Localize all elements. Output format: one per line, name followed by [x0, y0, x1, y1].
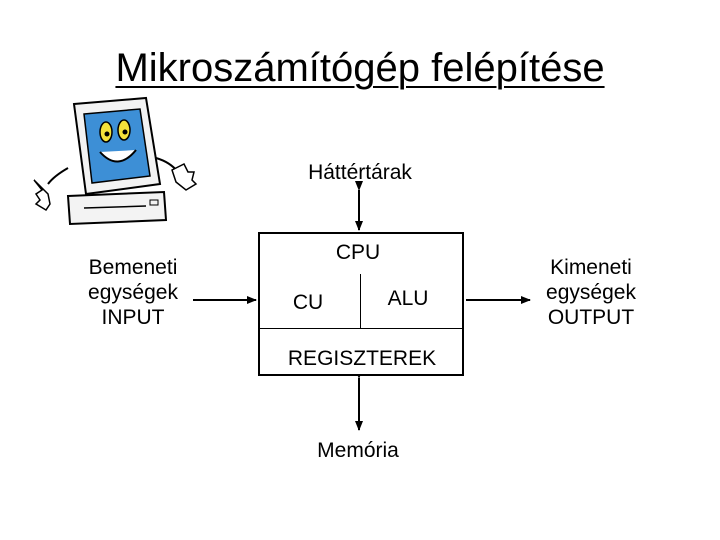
cpu-divider-vertical — [360, 274, 361, 328]
page-title: Mikroszámítógép felépítése — [0, 44, 720, 92]
output-line2: egységek — [546, 281, 636, 304]
input-block: Bemeneti egységek INPUT — [68, 255, 198, 330]
title-text: Mikroszámítógép felépítése — [115, 46, 605, 90]
output-line1: Kimeneti — [550, 256, 632, 279]
output-line3: OUTPUT — [547, 306, 635, 329]
input-line2: egységek — [88, 281, 178, 304]
input-line1: Bemeneti — [88, 256, 178, 279]
cpu-registers: REGISZTEREK — [287, 347, 437, 370]
cpu-divider-horizontal — [260, 328, 462, 329]
cpu-box — [258, 232, 464, 376]
cpu-cu: CU — [292, 291, 324, 314]
input-line3: INPUT — [101, 306, 165, 329]
memory-label: Memória — [317, 439, 399, 462]
cpu-alu: ALU — [387, 287, 429, 310]
cpu-title: CPU — [335, 241, 381, 264]
computer-mascot-icon — [33, 96, 198, 226]
storage-label: Háttértárak — [308, 161, 412, 184]
output-block: Kimeneti egységek OUTPUT — [526, 255, 656, 330]
